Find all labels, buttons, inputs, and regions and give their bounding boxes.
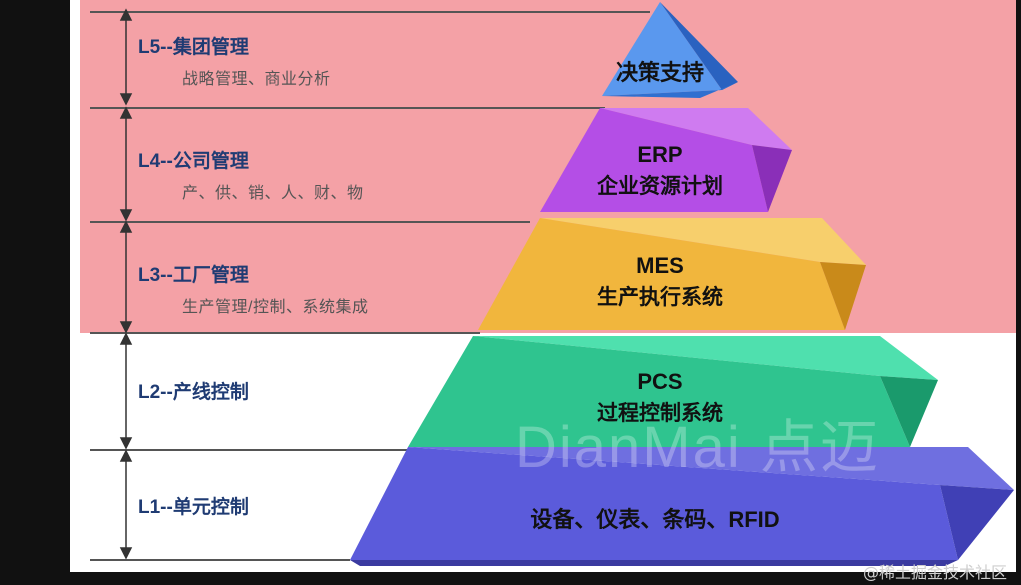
level-l4-subtitle: 产、供、销、人、财、物 (182, 185, 364, 202)
level-l1: L1--单元控制 (138, 492, 249, 519)
layer-5-label: 决策支持 (560, 55, 760, 87)
level-l3: L3--工厂管理 生产管理/控制、系统集成 (138, 260, 368, 317)
level-l1-title: L1--单元控制 (138, 497, 249, 518)
layer-3-label: MES 生产执行系统 (555, 253, 765, 311)
level-l5: L5--集团管理 战略管理、商业分析 (138, 32, 331, 89)
layer-2-line2: 过程控制系统 (597, 402, 723, 425)
level-l5-title: L5--集团管理 (138, 37, 249, 58)
watermark: DianMai 点迈 (515, 415, 880, 480)
layer-3-line1: MES (636, 253, 684, 278)
level-arrows (119, 8, 133, 560)
level-l2: L2--产线控制 (138, 377, 249, 404)
level-l2-title: L2--产线控制 (138, 382, 249, 403)
layer-1-line1: 设备、仪表、条码、RFID (530, 507, 780, 532)
pyramid-layer-1 (350, 447, 1014, 566)
level-l5-subtitle: 战略管理、商业分析 (182, 71, 331, 88)
credit-text: @稀土掘金技术社区 (862, 563, 1007, 582)
layer-4-line2: 企业资源计划 (597, 175, 723, 198)
pyramid-layer-2 (408, 336, 938, 447)
pyramid-layer-4 (540, 108, 792, 212)
layer-4-label: ERP 企业资源计划 (555, 142, 765, 200)
level-l4-title: L4--公司管理 (138, 151, 249, 172)
level-l4: L4--公司管理 产、供、销、人、财、物 (138, 146, 364, 203)
layer-1-label: 设备、仪表、条码、RFID (480, 502, 830, 534)
level-l3-title: L3--工厂管理 (138, 265, 249, 286)
layer-2-label: PCS 过程控制系统 (555, 369, 765, 427)
pyramid-layer-3 (478, 218, 866, 330)
layer-5-line1: 决策支持 (615, 60, 704, 85)
layer-4-line1: ERP (637, 142, 683, 167)
pyramid-layer-5 (602, 2, 738, 98)
layer-2-line1: PCS (637, 369, 683, 394)
level-l3-subtitle: 生产管理/控制、系统集成 (182, 299, 369, 316)
layer-3-line2: 生产执行系统 (597, 286, 723, 309)
